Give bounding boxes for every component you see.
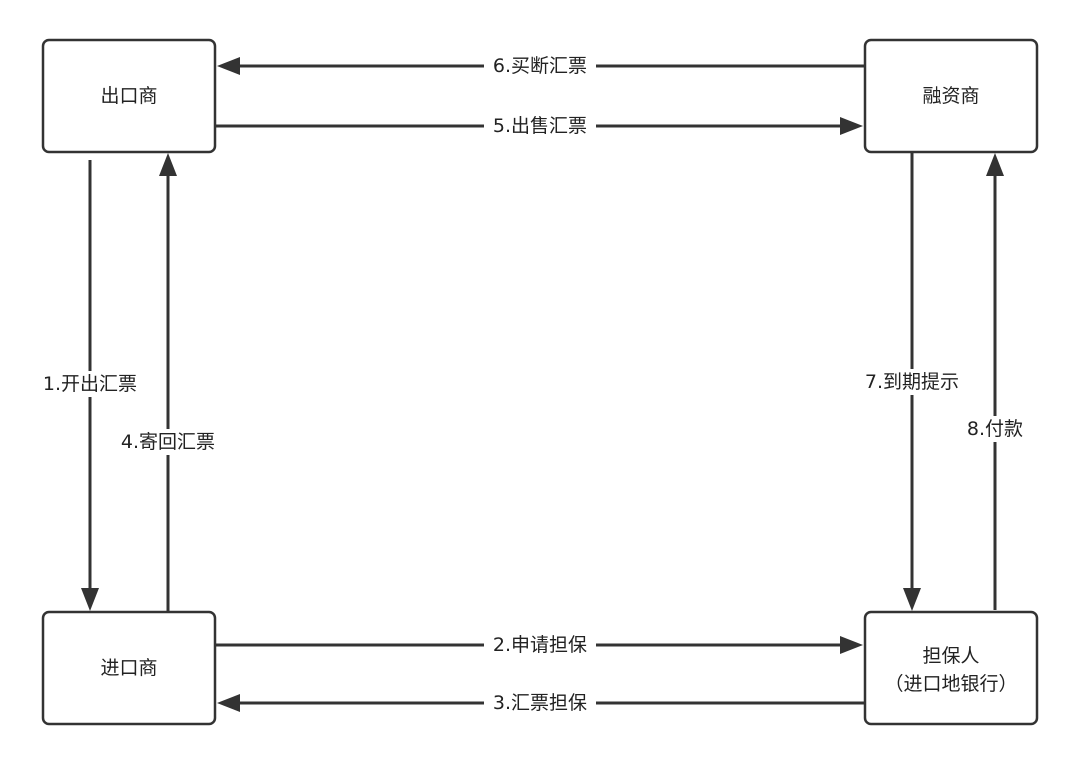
arrowhead-icon — [840, 117, 863, 135]
edge-8-payment: 8.付款 — [957, 153, 1033, 610]
edge-3-bill-guarantee: 3.汇票担保 — [217, 690, 865, 716]
edge-8-label: 8.付款 — [967, 418, 1023, 440]
arrowhead-icon — [81, 588, 99, 611]
edge-3-label: 3.汇票担保 — [493, 692, 587, 714]
edge-4-label: 4.寄回汇票 — [121, 431, 215, 453]
arrowhead-icon — [159, 153, 177, 176]
node-financier: 融资商 — [863, 38, 1039, 154]
arrowhead-icon — [840, 636, 863, 654]
node-exporter: 出口商 — [41, 38, 217, 154]
node-guarantor: 担保人 （进口地银行） — [863, 610, 1039, 726]
node-guarantor-label-line2: （进口地银行） — [884, 673, 1017, 695]
arrowhead-icon — [217, 694, 240, 712]
edge-7-present-at-maturity: 7.到期提示 — [856, 152, 968, 611]
edge-2-apply-guarantee: 2.申请担保 — [215, 632, 863, 658]
node-exporter-label: 出口商 — [100, 85, 157, 107]
node-importer: 进口商 — [41, 610, 217, 726]
edge-6-buyout: 6.买断汇票 — [217, 53, 865, 79]
arrowhead-icon — [903, 588, 921, 611]
arrowhead-icon — [217, 57, 240, 75]
node-importer-label: 进口商 — [100, 657, 157, 679]
edge-4-return-bill: 4.寄回汇票 — [112, 153, 224, 611]
edge-6-label: 6.买断汇票 — [493, 55, 587, 77]
arrowhead-icon — [986, 153, 1004, 176]
edge-7-label: 7.到期提示 — [865, 371, 959, 393]
edge-5-label: 5.出售汇票 — [493, 115, 587, 137]
edge-2-label: 2.申请担保 — [493, 634, 587, 656]
edge-5-sell: 5.出售汇票 — [215, 113, 863, 139]
node-guarantor-label-line1: 担保人 — [922, 645, 979, 667]
node-financier-label: 融资商 — [922, 85, 979, 107]
edge-1-issue-bill: 1.开出汇票 — [34, 160, 146, 611]
edge-1-label: 1.开出汇票 — [43, 373, 137, 395]
